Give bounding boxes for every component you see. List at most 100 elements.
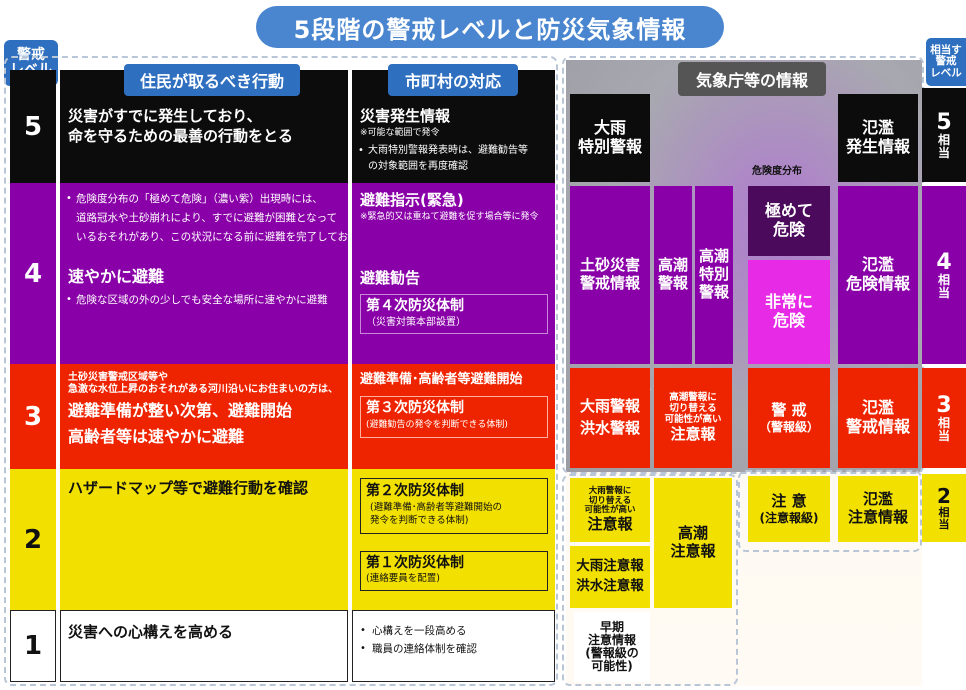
- jma-l4-storm-surge-special-1: 高潮: [698, 247, 729, 266]
- level-3-cell: 3: [10, 364, 56, 469]
- resident-l3-small-2: 急激な水位上昇のおそれがある河川沿いにお住まいの方は、: [68, 384, 338, 395]
- equiv-l5-b: 当: [937, 145, 950, 160]
- jma-l5-flood-occurrence-2: 発生情報: [845, 137, 910, 156]
- jma-l3-alert: 警 戒 （警報級）: [748, 368, 830, 468]
- jma-l1-early-caution: 早期 注意情報 (警報級の 可能性): [574, 612, 650, 682]
- resident-l4-bullet-2: 道路冠水や土砂崩れにより、すでに避難が困難となって: [76, 212, 338, 224]
- jma-l2-flood-caution-1: 氾濫: [862, 490, 893, 509]
- resident-l4-sub-dot: •: [66, 294, 72, 305]
- level-2-number: 2: [23, 524, 43, 555]
- resident-l3-main-1: 避難準備が整い次第、避難開始: [68, 401, 293, 420]
- equiv-l3-num: 3: [936, 392, 952, 418]
- equiv-l5: 5 相 当: [922, 88, 966, 182]
- jma-l3-alert-2: （警報級）: [758, 419, 819, 434]
- jma-l2-caution: 注 意 (注意報級): [748, 476, 830, 542]
- jma-l2-heavy-rain-advisory-switch: 大雨警報に 切り替える 可能性が高い 注意報: [570, 478, 650, 542]
- equiv-l4-a: 相: [937, 272, 950, 287]
- jma-l3-heavy-rain-flood-warning: 大雨警報 洪水警報: [570, 368, 650, 468]
- page-title: 5段階の警戒レベルと防災気象情報: [256, 6, 724, 48]
- equiv-header: 相当す 警戒 レベル: [926, 38, 966, 86]
- resident-l4-bullet-dot: •: [66, 193, 72, 204]
- municipal-header: 市町村の対応: [388, 64, 518, 96]
- municipal-l4-title: 避難指示(緊急): [360, 191, 464, 209]
- resident-l2-main: ハザードマップ等で避難行動を確認: [68, 479, 309, 497]
- municipal-l5-note: ※可能な範囲で発令: [360, 128, 440, 138]
- jma-l3-flood-alert: 氾濫 警戒情報: [838, 368, 918, 468]
- system-4-title: 第４次防災体制: [366, 298, 464, 314]
- jma-l2-storm-surge-advisory-1: 高潮: [677, 524, 708, 543]
- resident-l1-main: 災害への心構えを高める: [68, 623, 234, 641]
- jma-l4-flood-danger-1: 氾濫: [861, 255, 894, 275]
- municipal-l2: [352, 469, 555, 610]
- municipal-l4-title2: 避難勧告: [360, 269, 421, 287]
- jma-l3-flood-alert-1: 氾濫: [861, 398, 894, 418]
- jma-risk-distribution-label: 危険度分布: [752, 166, 802, 177]
- system-4-note: （災害対策本部設置）: [366, 317, 466, 328]
- equiv-header-text: 相当す 警戒 レベル: [930, 44, 962, 79]
- jma-l3-storm-surge-advisory: 高潮警報に 切り替える 可能性が高い 注意報: [654, 368, 732, 468]
- level-column-frame: [4, 56, 558, 686]
- jma-l5-flood-occurrence-1: 氾濫: [861, 118, 894, 138]
- jma-l4-storm-surge-warning: 高潮 警報: [654, 186, 692, 364]
- jma-l4-landslide: 土砂災害 警戒情報: [570, 186, 650, 364]
- equiv-l2: 2 相 当: [922, 474, 966, 542]
- jma-l1-early-caution-1: 早期: [599, 619, 624, 634]
- resident-l5-line1: 災害がすでに発生しており、: [68, 107, 262, 125]
- jma-l4-extremely-dangerous-2: 危険: [772, 220, 805, 239]
- jma-l2-storm-surge-advisory: 高潮 注意報: [654, 478, 732, 608]
- jma-l4-extremely-dangerous-1: 極めて: [764, 201, 813, 221]
- level-5-number: 5: [23, 111, 43, 142]
- municipal-l5-title: 災害発生情報: [360, 107, 451, 125]
- jma-l2-rain-small-2: 切り替える: [588, 495, 632, 506]
- jma-l1-early-caution-2: 注意情報: [587, 632, 636, 647]
- municipal-l4-note: ※緊急的又は重ねて避難を促す場合等に発令: [360, 212, 539, 222]
- jma-l3-flood-warning: 洪水警報: [579, 419, 640, 437]
- jma-l4-flood-danger-2: 危険情報: [845, 274, 910, 293]
- jma-frame-bottom: [562, 474, 738, 686]
- jma-l4-storm-surge-warning-2: 警報: [657, 274, 688, 292]
- jma-l4-storm-surge-warning-1: 高潮: [657, 256, 688, 275]
- resident-l3-main-2: 高齢者等は速やかに避難: [68, 427, 245, 446]
- municipal-l3-title: 避難準備･高齢者等避難開始: [360, 372, 523, 387]
- equiv-l3: 3 相 当: [922, 368, 966, 468]
- jma-l5-flood-occurrence: 氾濫 発生情報: [838, 94, 918, 182]
- jma-l5-heavy-rain-special: 大雨 特別警報: [570, 94, 650, 182]
- level-1-cell: 1: [10, 610, 56, 682]
- jma-l4-storm-surge-special-3: 警報: [698, 282, 729, 301]
- jma-l3-storm-surge-main: 注意報: [670, 424, 716, 443]
- municipal-l1-bullet-2: 職員の連絡体制を確認: [372, 643, 477, 655]
- jma-l3-storm-surge-small-2: 切り替える: [669, 402, 717, 414]
- jma-l4-storm-surge-special: 高潮 特別 警報: [695, 186, 733, 364]
- jma-l3-heavy-rain-warning: 大雨警報: [579, 397, 640, 416]
- system-2-note-2: 発令を判断できる体制): [370, 515, 469, 526]
- equiv-l4-b: 当: [937, 285, 950, 300]
- equiv-l5-a: 相: [937, 132, 950, 147]
- resident-l4-sub: 危険な区域の外の少しでも安全な場所に速やかに避難: [76, 294, 328, 306]
- equiv-l4: 4 相 当: [922, 186, 966, 364]
- jma-l5-heavy-rain-special-1: 大雨: [593, 118, 626, 138]
- jma-header: 気象庁等の情報: [678, 62, 826, 96]
- municipal-l1-dot-1: •: [360, 625, 366, 636]
- jma-l4-landslide-2: 警戒情報: [579, 274, 640, 292]
- jma-l2-heavy-rain-flood-advisory: 大雨注意報 洪水注意報: [570, 546, 650, 608]
- system-2-box: [360, 478, 548, 534]
- equiv-l2-b: 当: [938, 517, 950, 531]
- jma-l4-very-dangerous: 非常に 危険: [748, 260, 830, 364]
- jma-l2-heavy-rain-advisory: 大雨注意報: [576, 558, 644, 575]
- system-1-box: [360, 551, 548, 591]
- resident-l4-main: 速やかに避難: [68, 267, 165, 286]
- system-2-title: 第２次防災体制: [366, 483, 464, 499]
- jma-l2-flood-advisory: 洪水注意報: [576, 578, 644, 594]
- system-3-box: [360, 396, 548, 438]
- resident-l2: [60, 469, 348, 610]
- system-1-title: 第１次防災体制: [366, 555, 464, 571]
- jma-l2-rain-small-1: 大雨警報に: [588, 486, 632, 497]
- municipal-l5-bullet-2: の対象範囲を再度確認: [368, 161, 468, 172]
- resident-l4: [60, 183, 348, 364]
- resident-l4-bullet-3: いるおそれがあり、この状況になる前に避難を完了しておく: [76, 231, 359, 243]
- municipal-l5-dot: •: [358, 145, 364, 156]
- equiv-l3-b: 当: [937, 428, 950, 443]
- jma-l2-storm-surge-advisory-2: 注意報: [670, 542, 716, 560]
- system-3-title: 第３次防災体制: [366, 400, 464, 416]
- level-5-cell: 5: [10, 70, 56, 183]
